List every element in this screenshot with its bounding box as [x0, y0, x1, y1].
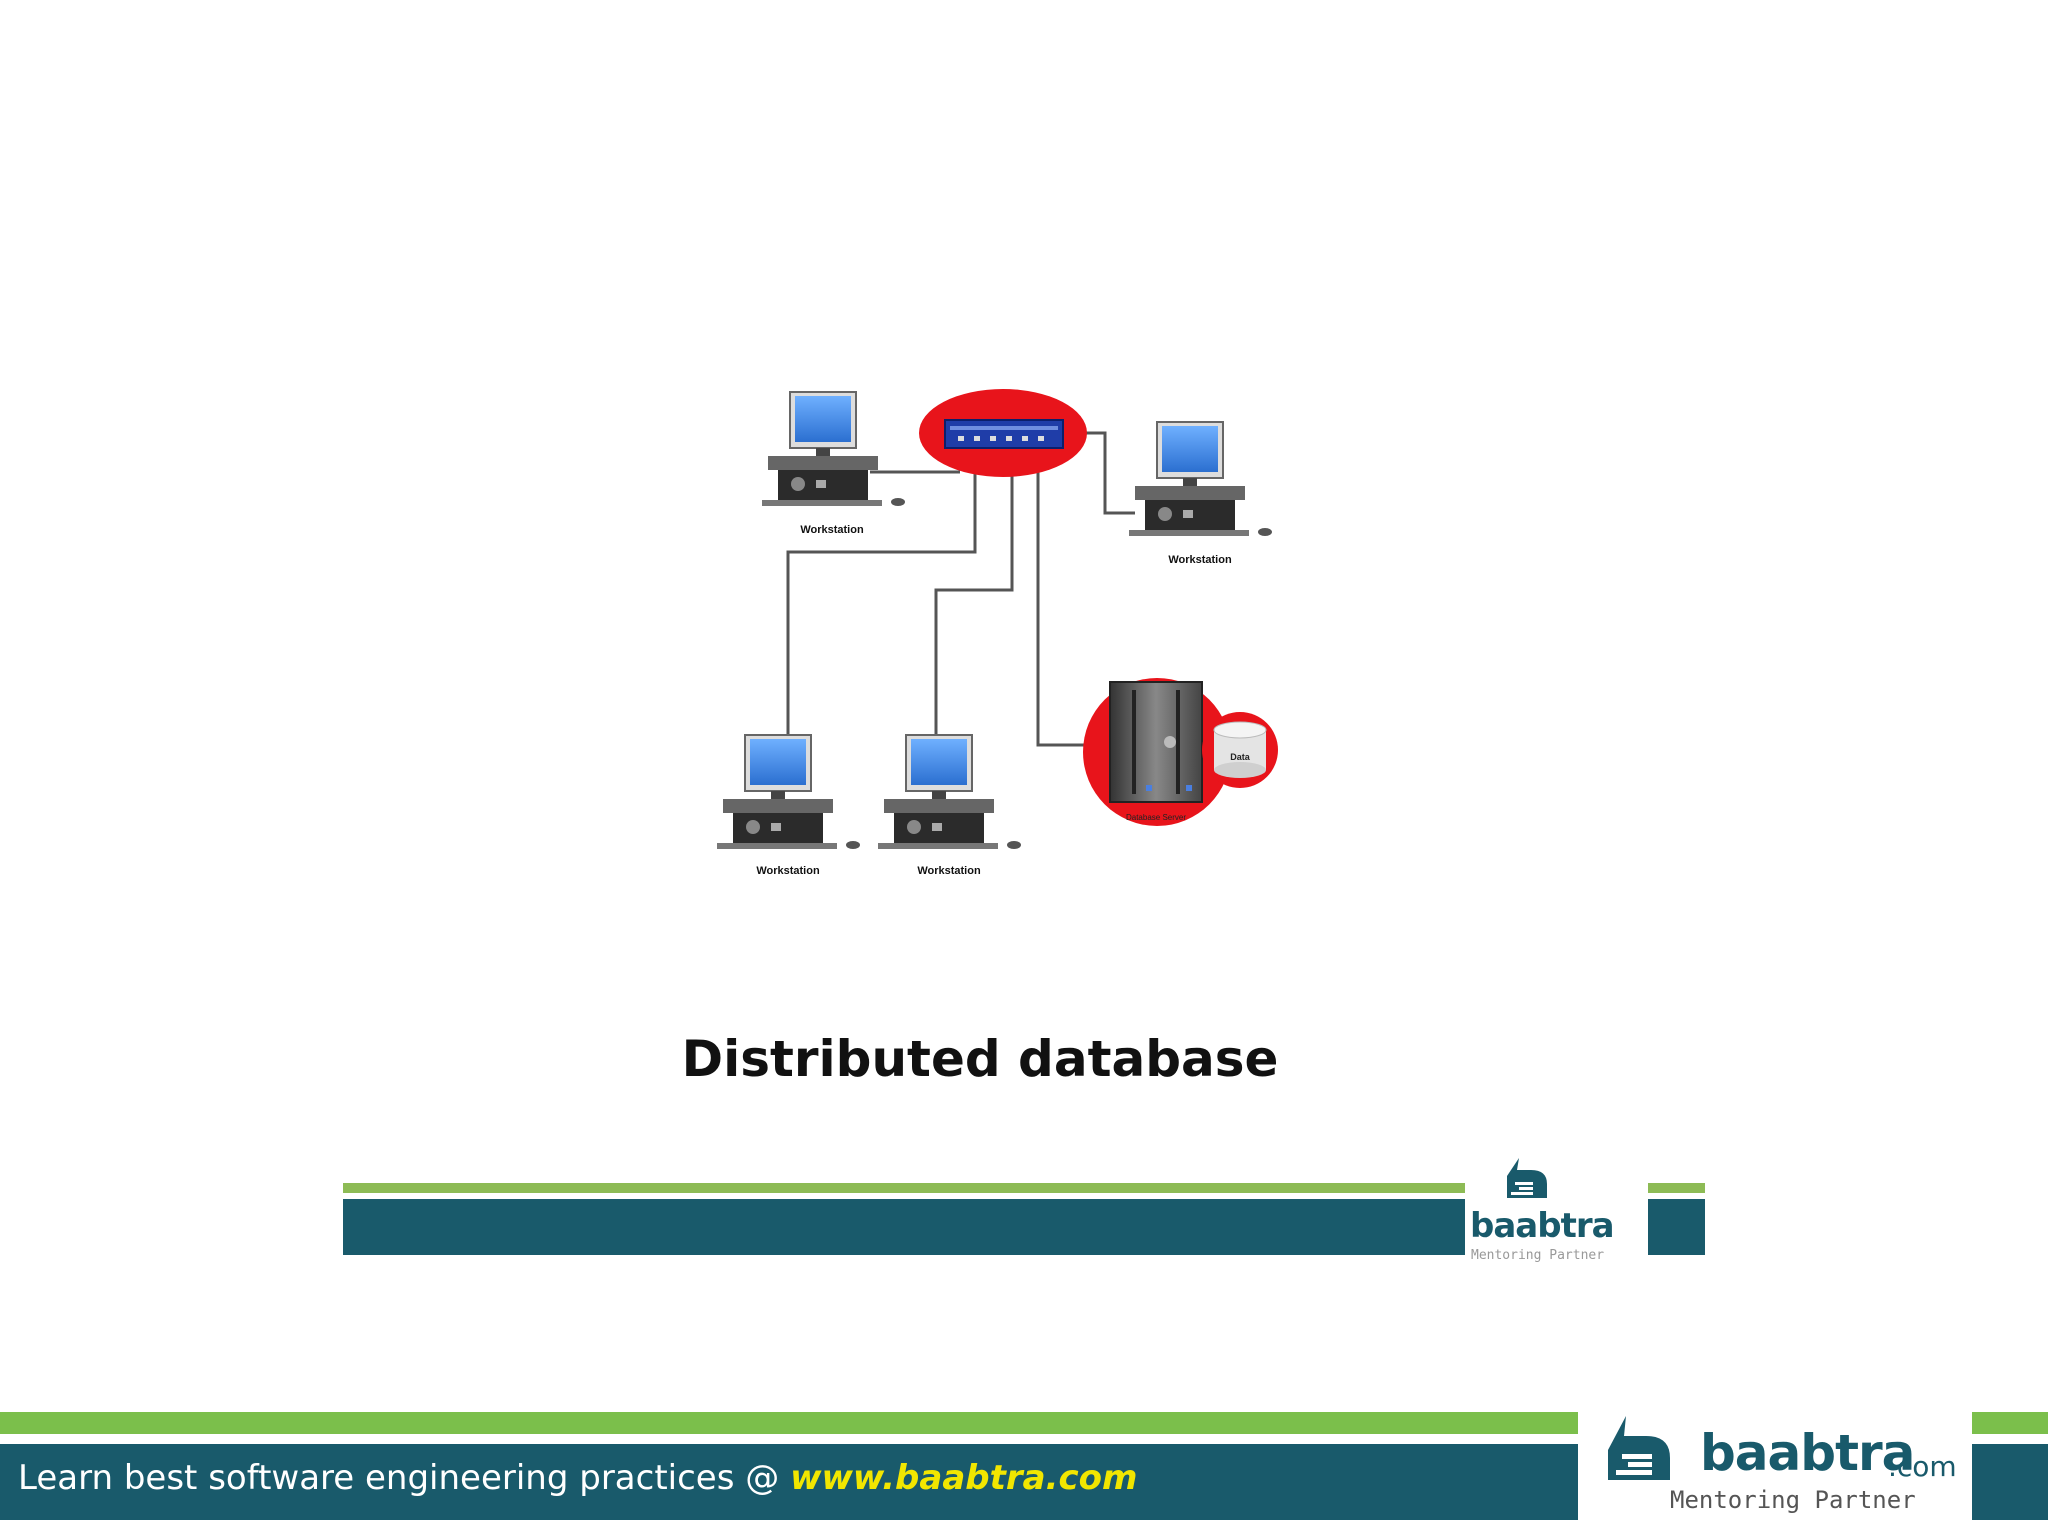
banner-logo-text: baabtra [1470, 1206, 1615, 1246]
workstation-top-left [761, 391, 906, 507]
footer-green-stripe [0, 1412, 1578, 1434]
database-label: Data [1230, 752, 1251, 762]
banner-logo-subtitle: Mentoring Partner [1471, 1248, 1605, 1263]
footer-blue-bar-right [1972, 1444, 2048, 1520]
baabtra-footer-logo-icon [1608, 1416, 1670, 1480]
banner-logo-box [1465, 1150, 1648, 1268]
banner-green-stripe-right [1648, 1183, 1705, 1193]
workstation-label: Workstation [756, 865, 820, 877]
database-icon: Data [1202, 712, 1278, 788]
footer-logo-subtitle: Mentoring Partner [1670, 1486, 1916, 1514]
workstation-top-right [1128, 421, 1273, 537]
banner-green-stripe [343, 1183, 1465, 1193]
footer-tagline: Learn best software engineering practice… [18, 1458, 1137, 1498]
footer-tagline-text: Learn best software engineering practice… [18, 1458, 791, 1498]
workstation-label: Workstation [800, 524, 864, 536]
slide-title: Distributed database [681, 1030, 1279, 1088]
database-server-label: Database Server [1126, 813, 1186, 822]
footer-url-link[interactable]: www.baabtra.com [790, 1458, 1138, 1498]
footer-blue-bar [0, 1444, 1578, 1520]
workstation-label: Workstation [917, 865, 981, 877]
workstation-bottom-left [716, 734, 861, 850]
footer-logo-text: baabtra [1700, 1424, 1915, 1482]
workstation-label: Workstation [1168, 554, 1232, 566]
database-server: Database Server [1083, 678, 1231, 826]
network-hub [919, 389, 1087, 477]
footer-logo-com: .com [1888, 1450, 1957, 1483]
workstation-bottom-mid [877, 734, 1022, 850]
baabtra-logo-icon [1507, 1158, 1547, 1198]
footer-green-stripe-right [1972, 1412, 2048, 1434]
